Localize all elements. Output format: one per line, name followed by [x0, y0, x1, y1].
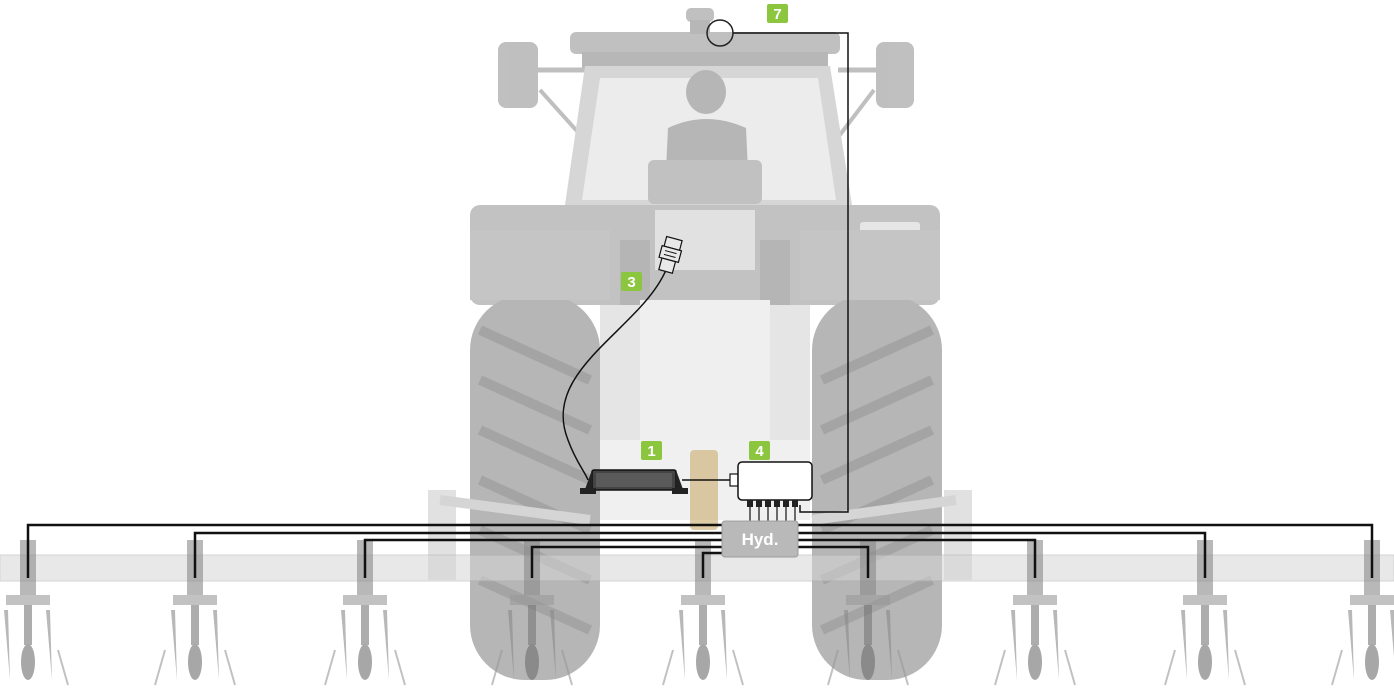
module-outlet: [792, 500, 798, 507]
hoe-tine-icon: [1164, 540, 1246, 686]
module-outlet: [774, 500, 780, 507]
gps-antenna-icon[interactable]: [706, 19, 734, 47]
badge-4[interactable]: 4: [749, 441, 770, 460]
hydraulic-valve-box[interactable]: Hyd.: [721, 520, 799, 558]
control-unit-1[interactable]: [580, 469, 688, 494]
badge-1[interactable]: 1: [641, 441, 662, 460]
gps-cable: [733, 32, 849, 513]
module-outlet: [765, 500, 771, 507]
control-module-icon[interactable]: [729, 461, 813, 521]
hoe-tine-icon: [827, 540, 909, 686]
isobus-connector-icon[interactable]: [656, 235, 684, 274]
module-outlet: [747, 500, 753, 507]
badge-3[interactable]: 3: [621, 272, 642, 291]
hoe-tine-icon: [4, 540, 69, 686]
badge-7-label: 7: [773, 6, 781, 23]
badge-4-label: 4: [755, 443, 764, 460]
badge-1-label: 1: [647, 443, 655, 460]
badge-3-label: 3: [627, 274, 635, 291]
hoe-tine-icon: [1331, 540, 1394, 686]
hoe-tine-icon: [491, 540, 573, 686]
isobus-cable: [562, 269, 667, 481]
module-outlet: [756, 500, 762, 507]
badge-7[interactable]: 7: [767, 4, 788, 23]
hydraulic-label: Hyd.: [742, 530, 779, 549]
hydraulic-cables: [26, 523, 1374, 578]
module-outlet: [783, 500, 789, 507]
tractor-illustration: [428, 8, 972, 680]
